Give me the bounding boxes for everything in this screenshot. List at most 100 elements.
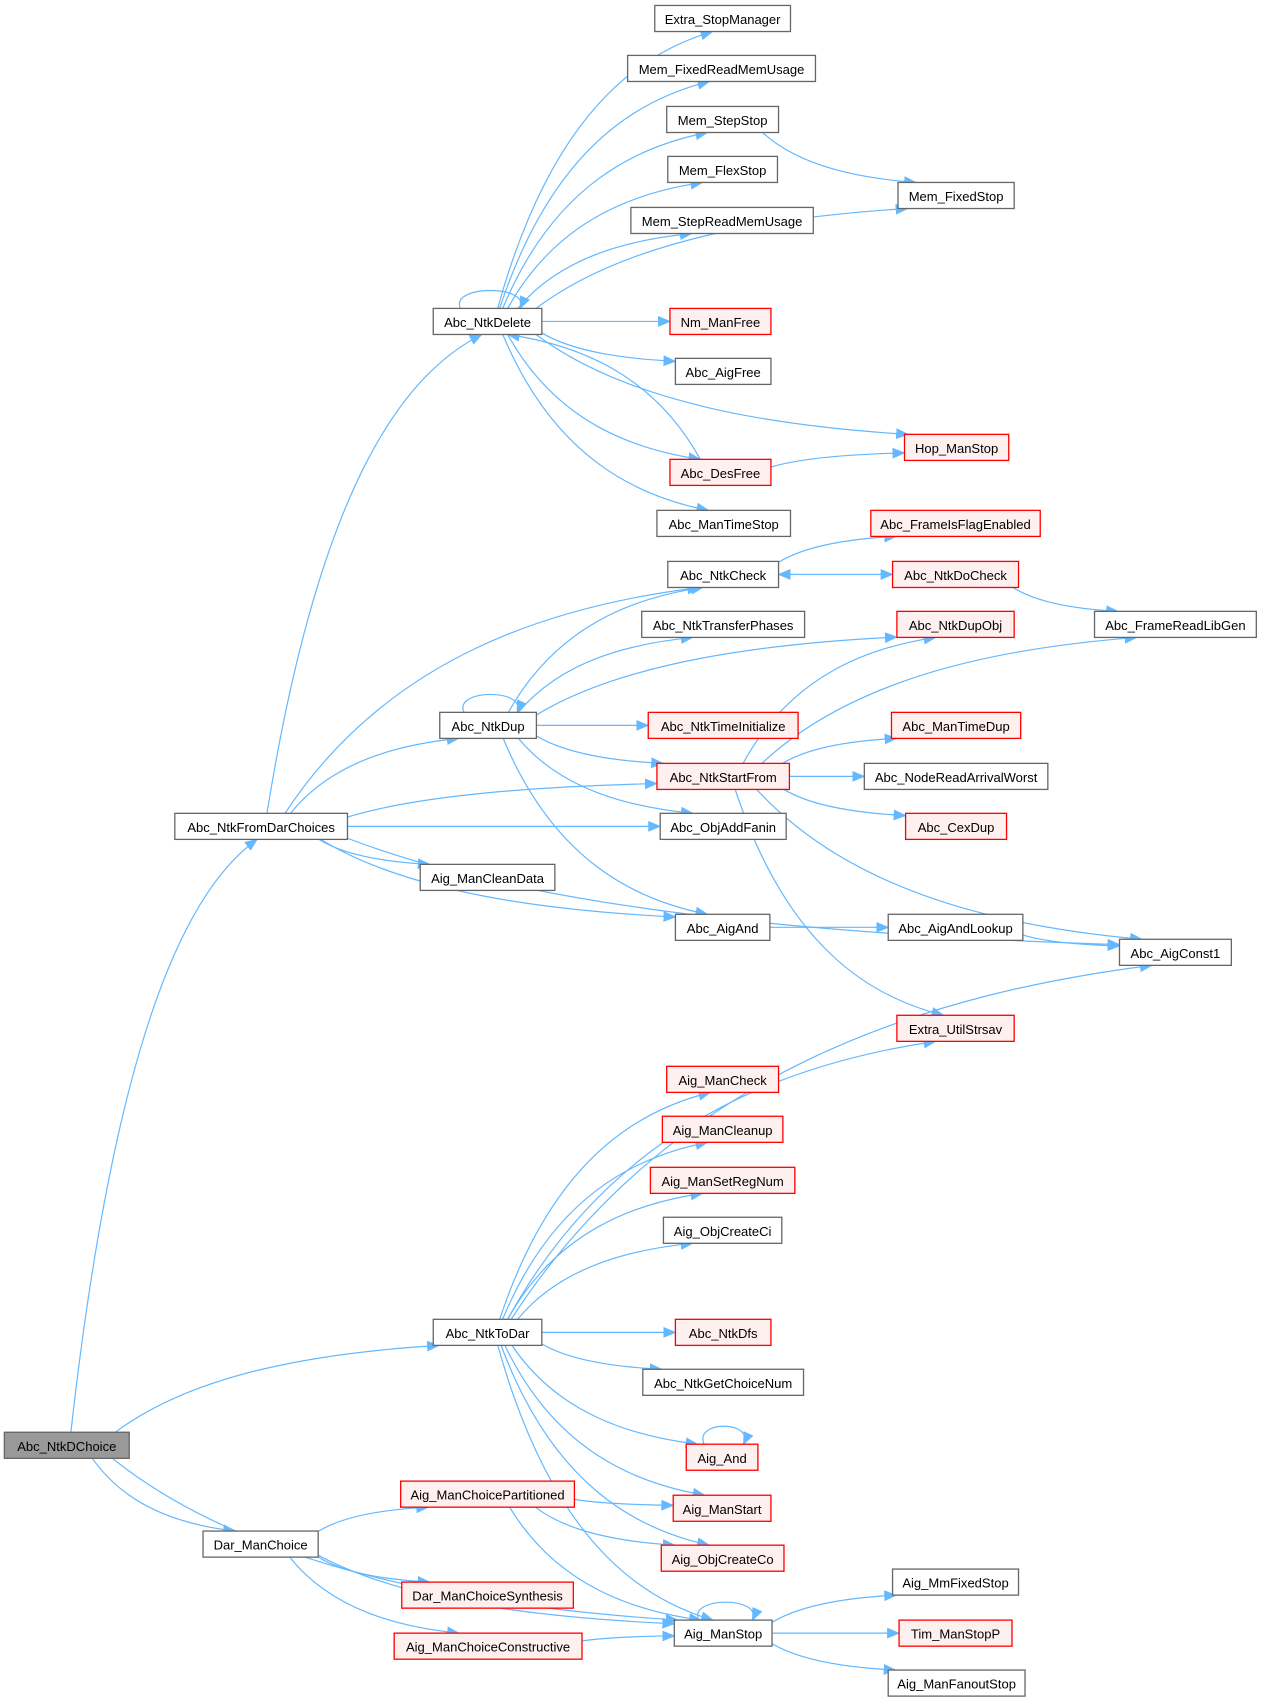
node-mem-fixedstop[interactable]: Mem_FixedStop bbox=[897, 181, 1015, 210]
node-abc-ntkdfs[interactable]: Abc_NtkDfs bbox=[674, 1318, 772, 1347]
node-box bbox=[887, 913, 1024, 942]
node-box bbox=[672, 1494, 772, 1522]
node-label: Abc_AigAndLookup bbox=[898, 921, 1012, 936]
node-dar-manchoice[interactable]: Dar_ManChoice bbox=[202, 1530, 319, 1558]
edge-abc-ntkdup-to-abc-ntktransferphases bbox=[517, 633, 694, 713]
node-aig-mmfixedstop[interactable]: Aig_MmFixedStop bbox=[891, 1568, 1020, 1596]
node-box bbox=[685, 1443, 759, 1471]
node-dar-manchoicesynthesis[interactable]: Dar_ManChoiceSynthesis bbox=[401, 1581, 574, 1609]
node-abc-aigfree[interactable]: Abc_AigFree bbox=[674, 357, 772, 386]
node-abc-ntktransferphases[interactable]: Abc_NtkTransferPhases bbox=[641, 610, 806, 639]
edge-dar-manchoice-to-aig-manchoicepartitioned bbox=[317, 1502, 430, 1532]
node-aig-manchoicepartitioned[interactable]: Aig_ManChoicePartitioned bbox=[400, 1480, 576, 1508]
node-abc-ntkdup[interactable]: Abc_NtkDup bbox=[439, 711, 538, 740]
node-box bbox=[863, 762, 1049, 791]
node-abc-aigand[interactable]: Abc_AigAnd bbox=[674, 913, 771, 942]
node-label: Aig_MmFixedStop bbox=[902, 1576, 1008, 1591]
edge-aig-manstop-to-aig-manfanoutstop bbox=[771, 1643, 897, 1675]
node-hop-manstop[interactable]: Hop_ManStop bbox=[903, 433, 1010, 462]
edge-abc-ntktodar-to-aig-objcreateco bbox=[500, 1345, 711, 1548]
node-label: Abc_NtkDoCheck bbox=[904, 568, 1007, 583]
node-aig-objcreateco[interactable]: Aig_ObjCreateCo bbox=[660, 1544, 785, 1572]
node-label: Aig_ManCleanup bbox=[673, 1123, 773, 1138]
edge-mem-stepstop-to-mem-fixedstop bbox=[762, 132, 918, 187]
node-extra-utilstrsav[interactable]: Extra_UtilStrsav bbox=[896, 1014, 1015, 1043]
edge-abc-ntktodar-to-aig-and bbox=[511, 1345, 699, 1449]
node-abc-ntkfromdarchoices[interactable]: Abc_NtkFromDarChoices bbox=[174, 812, 349, 841]
node-abc-nodereadarrivalworst[interactable]: Abc_NodeReadArrivalWorst bbox=[863, 762, 1049, 791]
node-abc-ntktimeinitialize[interactable]: Abc_NtkTimeInitialize bbox=[647, 711, 799, 740]
node-abc-ntktodar[interactable]: Abc_NtkToDar bbox=[432, 1318, 543, 1347]
node-box bbox=[419, 863, 556, 892]
node-mem-stepstop[interactable]: Mem_StepStop bbox=[666, 105, 780, 134]
edge-abc-ntkcheck-to-abc-frameisflagenabled bbox=[778, 531, 898, 563]
node-aig-mancleandata[interactable]: Aig_ManCleanData bbox=[419, 863, 556, 892]
node-abc-desfree[interactable]: Abc_DesFree bbox=[669, 458, 772, 487]
node-label: Extra_StopManager bbox=[665, 12, 781, 27]
edge-abc-ntkstartfrom-to-abc-mantimedup bbox=[782, 733, 898, 764]
node-box bbox=[891, 560, 1020, 589]
node-label: Abc_NtkDup bbox=[452, 719, 525, 734]
node-abc-frameisflagenabled[interactable]: Abc_FrameIsFlagEnabled bbox=[870, 509, 1041, 538]
node-aig-mancleanup[interactable]: Aig_ManCleanup bbox=[661, 1115, 784, 1143]
node-box bbox=[659, 812, 787, 841]
node-label: Abc_ManTimeStop bbox=[669, 517, 779, 532]
node-aig-manchoiceconstructive[interactable]: Aig_ManChoiceConstructive bbox=[393, 1632, 583, 1660]
edge-dar-manchoice-to-dar-manchoicesynthesis bbox=[317, 1556, 431, 1587]
node-mem-stepreadmemusage[interactable]: Mem_StepReadMemUsage bbox=[630, 206, 814, 235]
node-label: Aig_ManFanoutStop bbox=[897, 1677, 1016, 1692]
node-label: Tim_ManStopP bbox=[911, 1627, 1000, 1642]
node-label: Mem_StepReadMemUsage bbox=[642, 214, 803, 229]
node-abc-ntkdchoice[interactable]: Abc_NtkDChoice bbox=[3, 1431, 130, 1459]
node-aig-mansetregnum[interactable]: Aig_ManSetRegNum bbox=[649, 1166, 796, 1195]
node-abc-objaddfanin[interactable]: Abc_ObjAddFanin bbox=[659, 812, 787, 841]
node-abc-cexdup[interactable]: Abc_CexDup bbox=[904, 812, 1008, 841]
node-aig-manstop[interactable]: Aig_ManStop bbox=[673, 1619, 773, 1647]
node-abc-ntkdupobj[interactable]: Abc_NtkDupObj bbox=[896, 610, 1015, 639]
node-aig-manfanoutstop[interactable]: Aig_ManFanoutStop bbox=[887, 1669, 1026, 1697]
node-mem-flexstop[interactable]: Mem_FlexStop bbox=[667, 155, 779, 184]
node-abc-ntkstartfrom[interactable]: Abc_NtkStartFrom bbox=[656, 762, 791, 791]
node-box bbox=[661, 1115, 784, 1143]
node-abc-aigconst1[interactable]: Abc_AigConst1 bbox=[1118, 938, 1232, 966]
node-abc-ntkdocheck[interactable]: Abc_NtkDoCheck bbox=[891, 560, 1020, 589]
node-box bbox=[656, 762, 791, 791]
node-label: Abc_NtkDChoice bbox=[17, 1439, 116, 1454]
node-abc-framereadlibgen[interactable]: Abc_FrameReadLibGen bbox=[1093, 610, 1257, 639]
node-label: Abc_FrameIsFlagEnabled bbox=[880, 517, 1030, 532]
node-box bbox=[202, 1530, 319, 1558]
node-box bbox=[890, 711, 1022, 740]
edge-abc-ntkfromdarchoices-to-abc-ntkdelete bbox=[266, 333, 483, 814]
node-abc-aigandlookup[interactable]: Abc_AigAndLookup bbox=[887, 913, 1024, 942]
edge-abc-ntkdelete-to-abc-aigfree bbox=[541, 332, 677, 367]
edge-aig-and-to-aig-and bbox=[702, 1425, 754, 1446]
edge-abc-ntktodar-to-aig-mancleanup bbox=[502, 1139, 709, 1320]
node-box bbox=[891, 1568, 1020, 1596]
node-label: Abc_AigConst1 bbox=[1131, 946, 1221, 961]
node-aig-manstart[interactable]: Aig_ManStart bbox=[672, 1494, 772, 1522]
node-box bbox=[662, 1216, 783, 1244]
edges-layer bbox=[70, 29, 1153, 1675]
node-label: Aig_ManStop bbox=[684, 1627, 762, 1642]
edge-abc-desfree-to-hop-manstop bbox=[770, 447, 906, 468]
node-abc-mantimestop[interactable]: Abc_ManTimeStop bbox=[656, 509, 792, 538]
node-mem-fixedreadmemusage[interactable]: Mem_FixedReadMemUsage bbox=[626, 54, 817, 83]
edge-abc-ntkdocheck-to-abc-framereadlibgen bbox=[1012, 586, 1120, 617]
node-abc-ntkgetchoicenum[interactable]: Abc_NtkGetChoiceNum bbox=[642, 1368, 805, 1396]
node-aig-and[interactable]: Aig_And bbox=[685, 1443, 759, 1471]
node-abc-ntkdelete[interactable]: Abc_NtkDelete bbox=[432, 307, 543, 336]
edge-abc-ntktodar-to-aig-mancheck bbox=[499, 1089, 712, 1320]
node-aig-mancheck[interactable]: Aig_ManCheck bbox=[666, 1065, 780, 1094]
node-tim-manstopp[interactable]: Tim_ManStopP bbox=[898, 1619, 1013, 1647]
node-abc-mantimedup[interactable]: Abc_ManTimeDup bbox=[890, 711, 1022, 740]
node-nm-manfree[interactable]: Nm_ManFree bbox=[669, 307, 772, 336]
node-box bbox=[870, 509, 1041, 538]
node-label: Abc_NtkGetChoiceNum bbox=[654, 1376, 792, 1391]
node-label: Extra_UtilStrsav bbox=[909, 1022, 1003, 1037]
node-extra-stopmanager[interactable]: Extra_StopManager bbox=[654, 4, 792, 33]
node-box bbox=[666, 1065, 780, 1094]
node-aig-objcreateci[interactable]: Aig_ObjCreateCi bbox=[662, 1216, 783, 1244]
node-label: Aig_ManSetRegNum bbox=[661, 1174, 783, 1189]
node-abc-ntkcheck[interactable]: Abc_NtkCheck bbox=[667, 560, 780, 589]
